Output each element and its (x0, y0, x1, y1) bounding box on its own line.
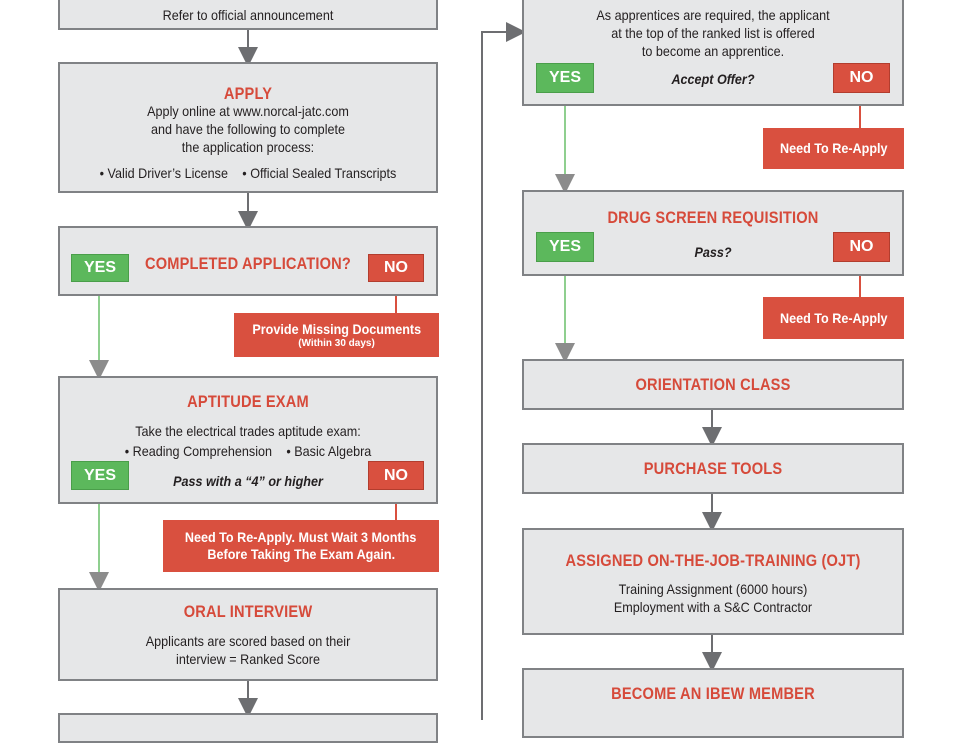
aptitude-retake-outcome: Need To Re-Apply. Must Wait 3 Months Bef… (163, 520, 439, 572)
purchase-tools-title: PURCHASE TOOLS (643, 459, 783, 478)
aptitude-retake-line1: Need To Re-Apply. Must Wait 3 Months (185, 529, 417, 545)
ibew-member-title: BECOME AN IBEW MEMBER (611, 684, 815, 703)
apply-bullet-1: • Valid Driver’s License (99, 165, 229, 181)
apply-bullets: • Valid Driver’s License • Official Seal… (79, 165, 417, 181)
offer-yes-label: YES (536, 63, 594, 93)
aptitude-yes-label: YES (71, 461, 129, 490)
next-step-box (58, 713, 438, 743)
orientation-class-title: ORIENTATION CLASS (635, 375, 791, 394)
ibew-member-box: BECOME AN IBEW MEMBER (522, 668, 904, 738)
ojt-title: ASSIGNED ON-THE-JOB-TRAINING (OJT) (565, 551, 861, 570)
drug-no-label: NO (833, 232, 890, 262)
oral-interview-line2: interview = Ranked Score (176, 651, 320, 667)
missing-documents-deadline: (Within 30 days) (298, 337, 375, 349)
connector-loop-to-offer (481, 22, 526, 720)
ojt-line2: Employment with a S&C Contractor (613, 599, 813, 615)
drug-screen-title: DRUG SCREEN REQUISITION (607, 208, 819, 227)
ojt-box: ASSIGNED ON-THE-JOB-TRAINING (OJT) Train… (522, 528, 904, 635)
apply-title: APPLY (223, 84, 273, 103)
apply-line2: and have the following to complete (150, 121, 346, 137)
missing-documents-text: Provide Missing Documents (252, 320, 421, 337)
offer-prompt: Accept Offer? (671, 71, 755, 87)
drug-screen-prompt: Pass? (694, 244, 732, 260)
aptitude-retake-line2: Before Taking The Exam Again. (207, 546, 395, 562)
aptitude-exam-line1: Take the electrical trades aptitude exam… (135, 423, 361, 439)
aptitude-exam-prompt: Pass with a “4” or higher (173, 473, 323, 489)
intro-text: Refer to official announcement (162, 7, 334, 23)
aptitude-no-label: NO (368, 461, 424, 490)
apply-line1: Apply online at www.norcal-jatc.com (147, 103, 349, 119)
completed-application-title: COMPLETED APPLICATION? (144, 254, 352, 273)
ojt-line1: Training Assignment (6000 hours) (618, 581, 808, 597)
oral-interview-box: ORAL INTERVIEW Applicants are scored bas… (58, 588, 438, 681)
apply-box: APPLY Apply online at www.norcal-jatc.co… (58, 62, 438, 193)
orientation-class-box: ORIENTATION CLASS (522, 359, 904, 410)
oral-interview-title: ORAL INTERVIEW (183, 602, 313, 621)
purchase-tools-box: PURCHASE TOOLS (522, 443, 904, 494)
drug-yes-label: YES (536, 232, 594, 262)
completed-no-label: NO (368, 254, 424, 282)
aptitude-bullet-1: • Reading Comprehension (124, 443, 273, 459)
offer-line1: As apprentices are required, the applica… (596, 7, 830, 23)
intro-box: Refer to official announcement (58, 0, 438, 30)
drug-reapply-outcome: Need To Re-Apply (763, 297, 904, 339)
missing-documents-outcome: Provide Missing Documents (Within 30 day… (234, 313, 439, 357)
apply-bullet-2: • Official Sealed Transcripts (242, 165, 397, 181)
apply-line3: the application process: (181, 139, 315, 155)
aptitude-bullet-2: • Basic Algebra (286, 443, 372, 459)
offer-line2: at the top of the ranked list is offered (611, 25, 815, 41)
completed-yes-label: YES (71, 254, 129, 282)
oral-interview-line1: Applicants are scored based on their (145, 633, 351, 649)
aptitude-exam-title: APTITUDE EXAM (187, 392, 309, 411)
drug-reapply-text: Need To Re-Apply (779, 309, 888, 326)
offer-reapply-outcome: Need To Re-Apply (763, 128, 904, 169)
aptitude-exam-bullets: • Reading Comprehension • Basic Algebra (79, 443, 417, 459)
offer-line3: to become an apprentice. (641, 43, 785, 59)
offer-reapply-text: Need To Re-Apply (779, 140, 888, 156)
offer-no-label: NO (833, 63, 890, 93)
